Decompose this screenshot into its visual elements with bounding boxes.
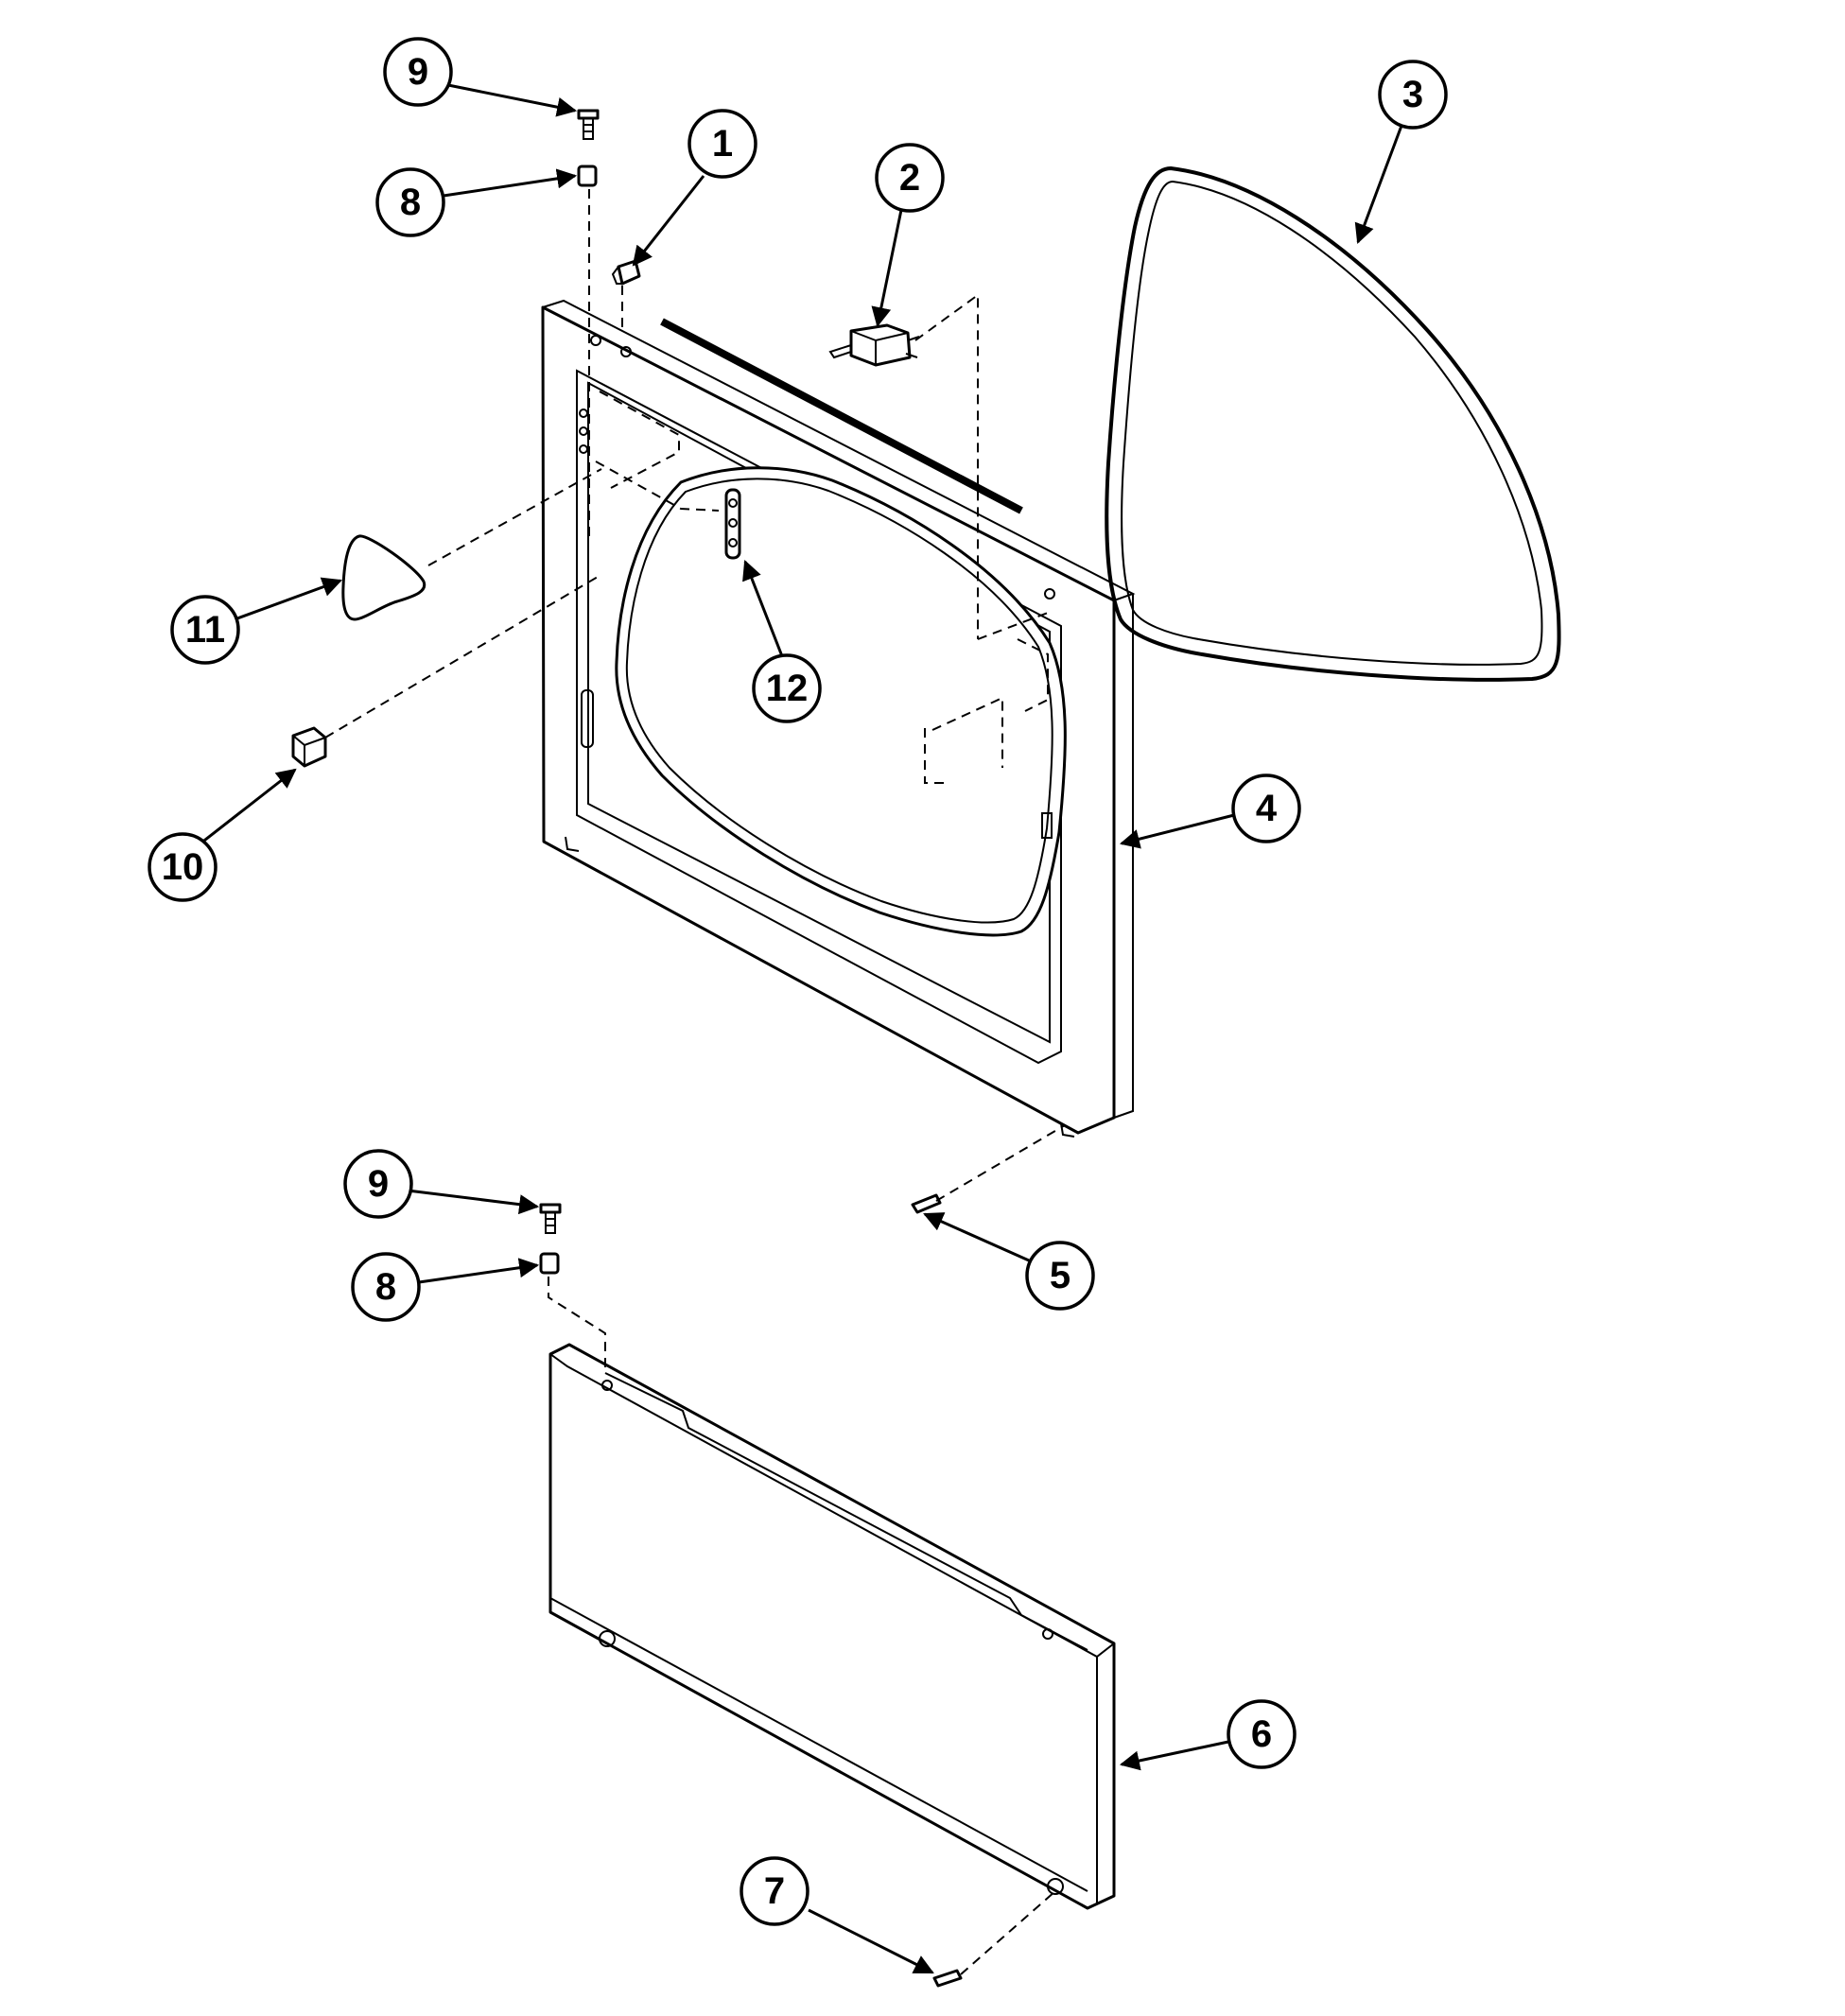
screw-top-part: [577, 109, 600, 140]
svg-text:11: 11: [185, 609, 225, 651]
svg-text:1: 1: [712, 123, 733, 165]
alignment-lines: [324, 189, 1066, 1975]
front-panel-part: [541, 299, 1136, 1138]
screw-bottom-part: [539, 1203, 562, 1234]
svg-text:7: 7: [764, 1870, 785, 1912]
spacer-top-part: [577, 165, 598, 187]
callout-10: 10: [148, 832, 218, 902]
callout-7: 7: [740, 1856, 809, 1926]
callout-9-top: 9: [383, 37, 453, 107]
screw-7-part: [932, 1969, 963, 1988]
callout-3: 3: [1378, 60, 1448, 130]
svg-text:9: 9: [368, 1163, 389, 1205]
lower-panel-part: [548, 1343, 1116, 1910]
callout-8-top: 8: [375, 167, 445, 237]
callout-1: 1: [688, 109, 757, 179]
svg-text:12: 12: [766, 668, 809, 709]
door-switch-part: [828, 323, 920, 367]
indicator-slot-part: [724, 488, 741, 560]
svg-text:6: 6: [1251, 1713, 1272, 1755]
svg-text:4: 4: [1256, 788, 1278, 829]
door-gasket-part: [1105, 166, 1561, 682]
svg-text:5: 5: [1050, 1255, 1070, 1296]
button-part: [291, 726, 327, 768]
svg-text:8: 8: [375, 1266, 396, 1308]
bracket-part: [611, 259, 641, 286]
callout-5: 5: [1025, 1241, 1095, 1311]
svg-text:10: 10: [162, 846, 204, 888]
svg-text:9: 9: [408, 51, 428, 93]
callout-9-bottom: 9: [343, 1149, 413, 1219]
svg-text:8: 8: [400, 182, 421, 223]
callout-8-bottom: 8: [351, 1252, 421, 1322]
svg-text:2: 2: [899, 157, 920, 199]
spacer-bottom-part: [539, 1252, 560, 1275]
badge-triangle-part: [341, 534, 426, 621]
callout-6: 6: [1227, 1699, 1297, 1769]
leader-lines: [200, 82, 1403, 1974]
callout-12: 12: [752, 653, 822, 723]
screw-5-part: [911, 1193, 942, 1214]
callout-2: 2: [875, 143, 945, 213]
svg-text:3: 3: [1402, 74, 1423, 115]
callout-11: 11: [170, 595, 240, 665]
callout-4: 4: [1231, 773, 1301, 843]
